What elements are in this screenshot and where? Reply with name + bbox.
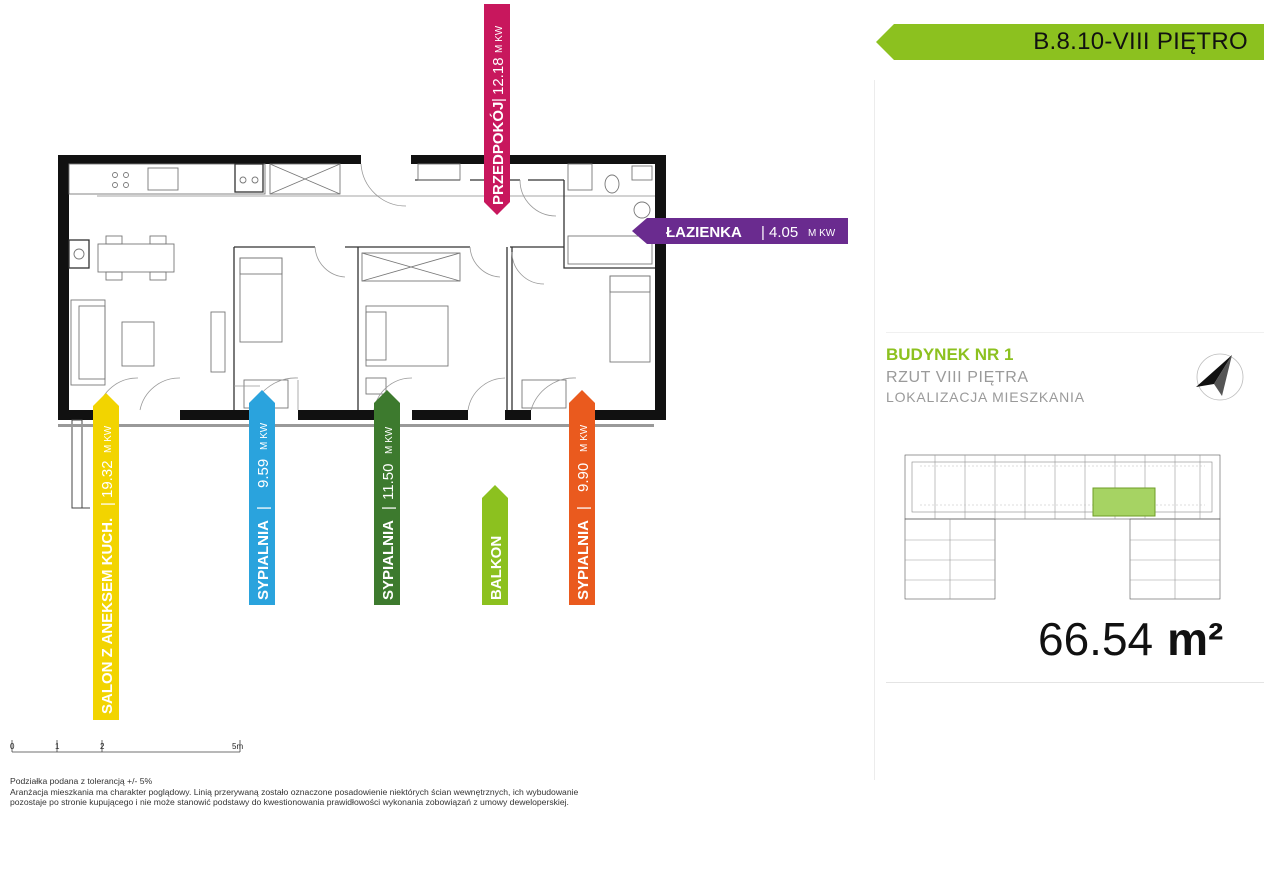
note-obligations: pozostaje po stronie kupującego i nie mo…: [10, 797, 569, 807]
disclaimer-notes: Podziałka podana z tolerancją +/- 5% Ara…: [10, 776, 650, 808]
label-sypialnia-3-area: 9.90: [575, 463, 592, 492]
building-key-plan: [904, 454, 1221, 600]
label-sypialnia-2-bg: [374, 390, 400, 605]
location-title: LOKALIZACJA MIESZKANIA: [886, 389, 1085, 405]
info-divider-bottom: [886, 682, 1264, 683]
highlighted-apartment: [1092, 487, 1156, 517]
note-tolerance: Podziałka podana z tolerancją +/- 5%: [10, 776, 153, 786]
label-salon-name: SALON Z ANEKSEM KUCH.: [99, 518, 116, 714]
note-arrangement: Aranżacja mieszkania ma charakter pogląd…: [10, 786, 579, 797]
label-salon-bg: [93, 393, 119, 720]
label-salon-sep: |: [99, 502, 116, 506]
label-przedpokoj-unit: M KW: [494, 25, 505, 53]
scale-tick-2: 2: [100, 742, 105, 751]
label-lazienka-name: ŁAZIENKA: [666, 224, 742, 241]
scale-tick-5m: 5m: [232, 742, 243, 751]
label-sypialnia-1-sep: |: [255, 506, 272, 510]
apartment-code: B.8.10-VIII PIĘTRO: [1033, 28, 1248, 55]
label-sypialnia-1-area: 9.59: [255, 459, 272, 488]
label-salon: SALON Z ANEKSEM KUCH. | 19.32 M KW: [93, 393, 119, 720]
label-sypialnia-2-sep: |: [380, 506, 397, 510]
side-divider: [874, 80, 875, 780]
apartment-code-tag-bg: [876, 24, 1264, 60]
label-sypialnia-3-unit: M KW: [579, 424, 590, 452]
label-przedpokoj: PRZEDPOKÓJ | 12.18 M KW: [484, 4, 510, 215]
balcony-outline: [58, 419, 654, 509]
apartment-code-tag: B.8.10-VIII PIĘTRO: [876, 24, 1264, 60]
label-lazienka: ŁAZIENKA | 4.05 M KW: [632, 218, 848, 244]
label-sypialnia-1: SYPIALNIA | 9.59 M KW: [249, 390, 275, 605]
label-przedpokoj-bg: [484, 4, 510, 215]
total-area-value: 66.54: [1038, 613, 1154, 665]
label-lazienka-unit: M KW: [808, 228, 836, 239]
label-balkon: BALKON: [482, 485, 508, 605]
label-lazienka-bg: [632, 218, 848, 244]
label-balkon-bg: [482, 485, 508, 605]
floor-plan-title: RZUT VIII PIĘTRA: [886, 369, 1029, 386]
label-salon-area: 19.32: [99, 460, 116, 498]
scale-tick-0: 0: [10, 742, 15, 751]
label-sypialnia-3-name: SYPIALNIA: [575, 520, 592, 600]
apartment-walls: [58, 155, 666, 420]
furniture: [68, 163, 653, 411]
label-sypialnia-3: SYPIALNIA | 9.90 M KW: [569, 390, 595, 605]
label-sypialnia-1-name: SYPIALNIA: [255, 520, 272, 600]
label-salon-unit: M KW: [103, 425, 114, 453]
label-sypialnia-3-sep: |: [575, 506, 592, 510]
label-przedpokoj-sep: |: [490, 98, 507, 102]
label-balkon-name: BALKON: [488, 536, 505, 600]
label-lazienka-sep: |: [761, 224, 765, 241]
building-title: BUDYNEK NR 1: [886, 345, 1014, 364]
interior-walls: [97, 179, 655, 410]
scale-bar: 0 1 2 5m: [10, 740, 243, 753]
label-sypialnia-2-unit: M KW: [384, 426, 395, 454]
label-lazienka-area: 4.05: [769, 224, 798, 241]
north-arrow-icon: [1196, 353, 1244, 401]
building-info: BUDYNEK NR 1 RZUT VIII PIĘTRA LOKALIZACJ…: [886, 345, 1085, 405]
total-area-unit: m²: [1167, 613, 1224, 665]
label-sypialnia-2-area: 11.50: [380, 464, 397, 500]
label-sypialnia-2-name: SYPIALNIA: [380, 520, 397, 600]
label-sypialnia-1-bg: [249, 390, 275, 605]
label-przedpokoj-area: 12.18: [490, 57, 507, 95]
scale-tick-1: 1: [55, 742, 60, 751]
label-sypialnia-3-bg: [569, 390, 595, 605]
label-sypialnia-1-unit: M KW: [259, 422, 270, 450]
info-divider-top: [886, 332, 1264, 333]
label-sypialnia-2: SYPIALNIA | 11.50 M KW: [374, 390, 400, 605]
label-przedpokoj-name: PRZEDPOKÓJ: [489, 102, 507, 205]
